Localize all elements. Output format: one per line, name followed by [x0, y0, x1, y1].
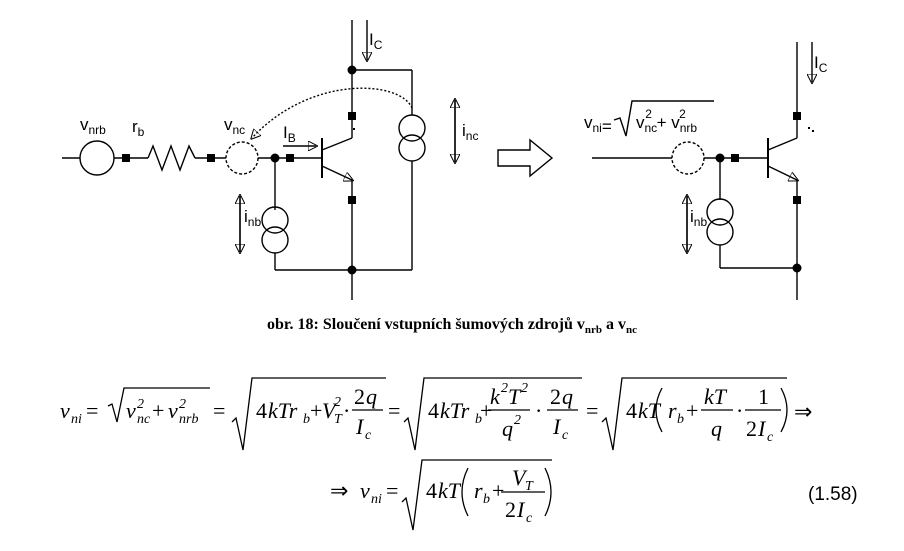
- svg-text:T: T: [334, 412, 343, 427]
- vnc-source: [225, 141, 259, 175]
- svg-text:I: I: [552, 414, 562, 439]
- inb-right-source: [706, 198, 734, 226]
- svg-text:kTr: kTr: [440, 398, 470, 423]
- svg-text:2: 2: [334, 395, 341, 410]
- svg-text:2: 2: [137, 397, 144, 412]
- svg-text:=: =: [388, 398, 400, 423]
- svg-text:q: q: [711, 416, 722, 441]
- svg-text:2: 2: [521, 381, 528, 396]
- inc-source: [398, 114, 426, 142]
- label-ib: IB: [283, 123, 296, 145]
- svg-text:2: 2: [746, 416, 757, 441]
- svg-text:+: +: [152, 398, 164, 423]
- svg-text:c: c: [562, 428, 569, 443]
- svg-text:=: =: [586, 398, 598, 423]
- svg-text:q: q: [502, 416, 513, 441]
- implies-1: ⇒: [794, 399, 812, 424]
- svg-text:T: T: [508, 384, 522, 409]
- svg-text:b: b: [475, 412, 482, 427]
- svg-text:c: c: [365, 428, 372, 443]
- svg-text:2: 2: [550, 384, 561, 409]
- svg-text:2: 2: [354, 384, 365, 409]
- svg-text:·: ·: [535, 398, 542, 423]
- label-inb-right: inb: [690, 207, 707, 229]
- svg-text:v: v: [168, 398, 178, 423]
- svg-text:2: 2: [514, 413, 521, 428]
- svg-text:k: k: [490, 384, 501, 409]
- svg-text:4: 4: [428, 398, 439, 423]
- svg-text:V: V: [512, 465, 528, 490]
- svg-text:=: =: [386, 478, 398, 503]
- svg-text:I: I: [516, 497, 526, 522]
- rb-resistor: [147, 144, 196, 172]
- label-ic-left: IC: [369, 30, 383, 52]
- inb-left-source: [261, 206, 289, 234]
- svg-text:c: c: [767, 430, 774, 445]
- svg-text:kT: kT: [438, 478, 462, 503]
- svg-text:I: I: [757, 416, 767, 441]
- circuit-diagram: vnrb rb vnc IB IC inc inb vni= vnc2 + vn…: [62, 20, 828, 300]
- svg-text:2: 2: [501, 381, 508, 396]
- svg-text:+: +: [492, 478, 504, 503]
- merge-arc: [252, 87, 413, 138]
- svg-text:·: ·: [343, 398, 350, 423]
- svg-text:c: c: [526, 511, 533, 526]
- label-inb-left: inb: [244, 207, 261, 229]
- implies-2: ⇒: [330, 478, 348, 503]
- svg-text:ni: ni: [371, 492, 382, 507]
- svg-text:v: v: [360, 478, 370, 503]
- svg-text:1: 1: [758, 384, 769, 409]
- svg-text:=: =: [213, 398, 225, 423]
- svg-text:ni: ni: [71, 412, 82, 427]
- svg-text:nrb: nrb: [179, 412, 198, 427]
- svg-text:4: 4: [256, 398, 267, 423]
- svg-text:4: 4: [426, 478, 437, 503]
- label-vnrb: vnrb: [80, 115, 106, 137]
- svg-text:+: +: [480, 398, 492, 423]
- svg-text:kT: kT: [704, 384, 728, 409]
- svg-text:v: v: [126, 398, 136, 423]
- svg-text:kTr: kTr: [268, 398, 298, 423]
- vnrb-source: [79, 140, 115, 176]
- svg-text:+: +: [686, 398, 698, 423]
- svg-text:I: I: [355, 414, 365, 439]
- svg-text:b: b: [483, 492, 490, 507]
- svg-text:b: b: [677, 412, 684, 427]
- svg-text:nc: nc: [137, 412, 151, 427]
- label-ic-right: IC: [814, 53, 828, 75]
- svg-text:·: ·: [736, 398, 743, 423]
- label-vnc: vnc: [224, 115, 245, 137]
- svg-text:r: r: [474, 478, 483, 503]
- svg-text:T: T: [525, 479, 534, 494]
- svg-text:kT: kT: [638, 398, 662, 423]
- svg-text:q: q: [366, 384, 377, 409]
- label-inc: inc: [462, 121, 478, 143]
- equation-number: (1.58): [808, 484, 858, 505]
- vni-source: [671, 141, 705, 175]
- svg-text:+: +: [310, 398, 322, 423]
- svg-text:V: V: [322, 398, 338, 423]
- label-rb: rb: [132, 117, 145, 139]
- svg-text:2: 2: [179, 397, 186, 412]
- figure-caption: obr. 18: Sloučení vstupních šumových zdr…: [267, 316, 637, 337]
- label-vni: vni=: [584, 113, 612, 136]
- svg-text:q: q: [562, 384, 573, 409]
- svg-text:4: 4: [626, 398, 637, 423]
- svg-text:r: r: [668, 398, 677, 423]
- svg-text:b: b: [303, 412, 310, 427]
- transform-arrow: [497, 138, 554, 178]
- svg-text:=: =: [86, 398, 98, 423]
- label-vni-formula: vnc2 + vnrb2: [636, 107, 697, 135]
- svg-text:v: v: [60, 398, 70, 423]
- svg-text:2: 2: [505, 497, 516, 522]
